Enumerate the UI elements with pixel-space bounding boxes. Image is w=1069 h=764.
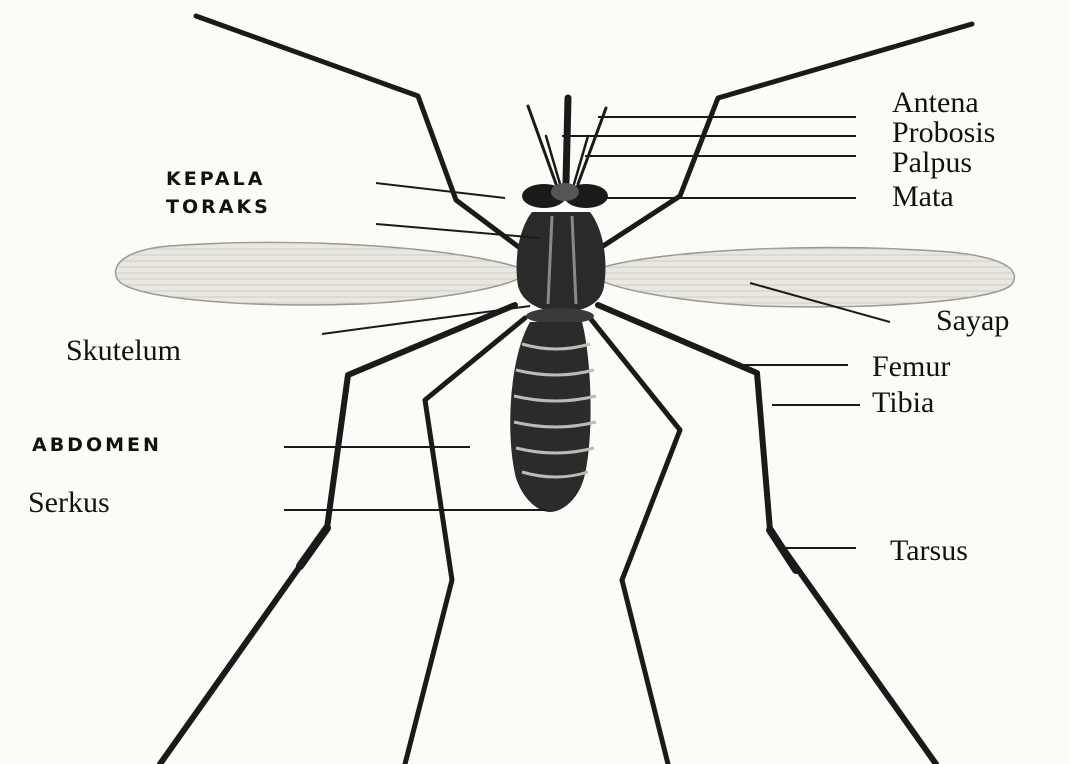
label-tarsus: Tarsus	[890, 536, 968, 566]
antenna-right	[578, 108, 606, 184]
head-appendages	[528, 98, 606, 184]
label-probosis: Probosis	[892, 118, 995, 148]
abdomen-body	[510, 322, 590, 512]
label-toraks: TORAKS	[166, 198, 271, 217]
label-palpus: Palpus	[892, 148, 972, 178]
label-mata: Mata	[892, 182, 954, 212]
leg-band-accent-2	[770, 530, 796, 570]
thorax	[517, 212, 606, 324]
label-abdomen: ABDOMEN	[32, 436, 162, 455]
pointer-kepala	[376, 183, 505, 198]
scutellum	[526, 308, 594, 324]
pointer-skutelum	[322, 306, 530, 334]
leg-mid-left	[160, 305, 515, 764]
pointer-toraks	[376, 224, 540, 238]
thorax-body	[517, 212, 606, 312]
label-kepala: KEPALA	[166, 170, 265, 189]
head-center	[551, 183, 579, 201]
proboscis	[566, 98, 568, 182]
label-femur: Femur	[872, 352, 950, 382]
leg-hind-left	[405, 318, 525, 764]
label-skutelum: Skutelum	[66, 336, 181, 366]
leg-hind-right	[590, 318, 680, 764]
label-sayap: Sayap	[936, 306, 1009, 336]
leg-band-accent	[300, 528, 327, 566]
abdomen	[510, 322, 596, 512]
head	[522, 183, 608, 208]
pointer-lines	[284, 117, 890, 548]
label-tibia: Tibia	[872, 388, 934, 418]
label-serkus: Serkus	[28, 488, 110, 518]
left-wing-veins	[116, 242, 520, 304]
antenna-left	[528, 106, 556, 184]
label-antena: Antena	[892, 88, 979, 118]
